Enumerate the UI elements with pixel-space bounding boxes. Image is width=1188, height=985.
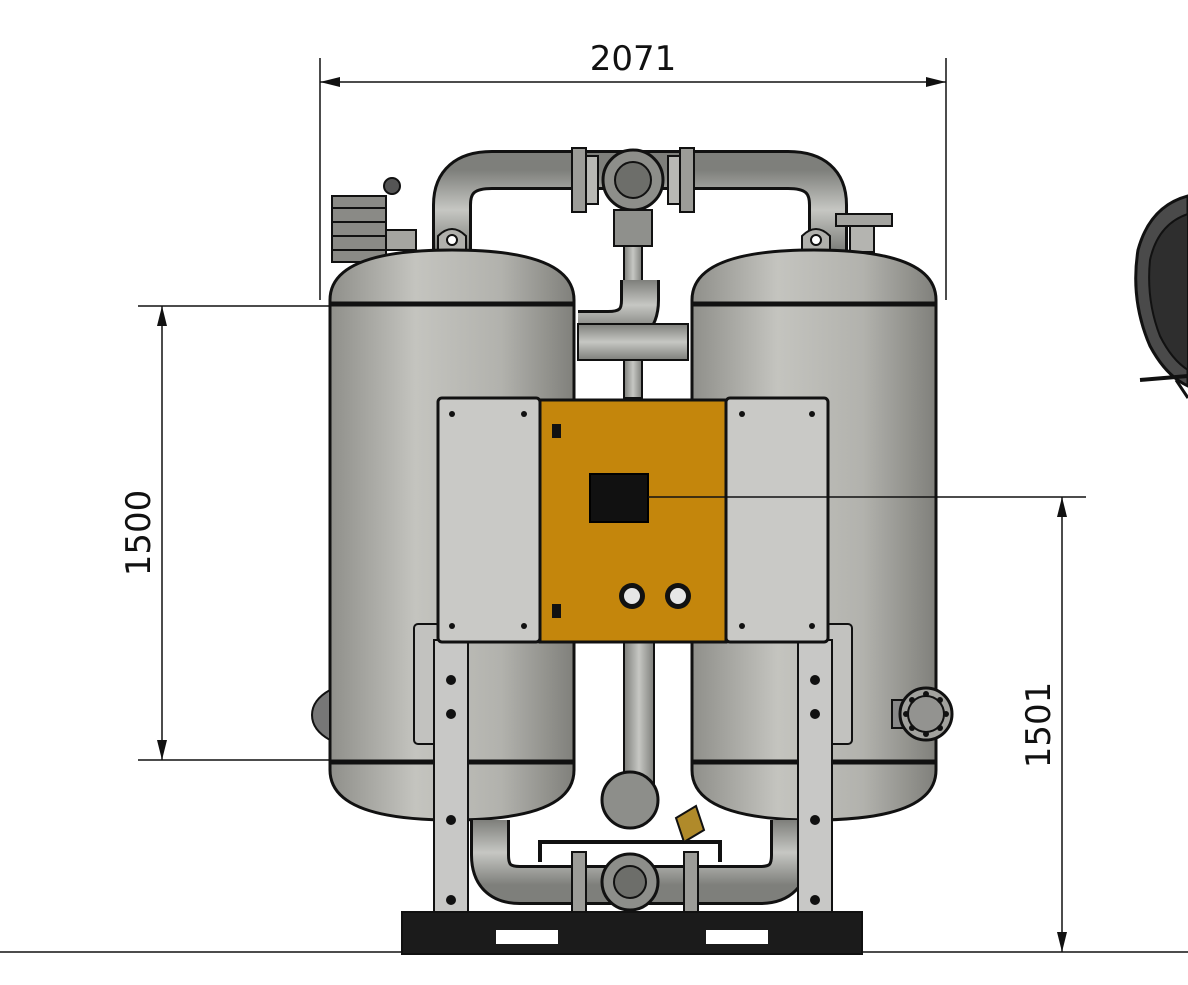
support-frame [413,623,853,913]
pallet-base [401,911,863,955]
display-height-dimension: 1501 [648,496,1086,952]
bottom-manifold [470,639,810,917]
bottom-valve-upper [600,770,660,830]
control-display-screen [589,473,649,523]
side-view-partial [1134,194,1188,399]
width-dimension-label: 2071 [590,39,677,79]
width-dimension: 2071 [319,39,947,300]
control-enclosure [436,396,830,644]
display-height-label: 1501 [1019,682,1059,769]
vessel-height-label: 1500 [119,490,159,577]
left-side-panel [436,396,542,644]
vessel-height-dimension: 1500 [119,305,330,761]
crossover-pipe [577,280,689,361]
right-side-panel [724,396,830,644]
